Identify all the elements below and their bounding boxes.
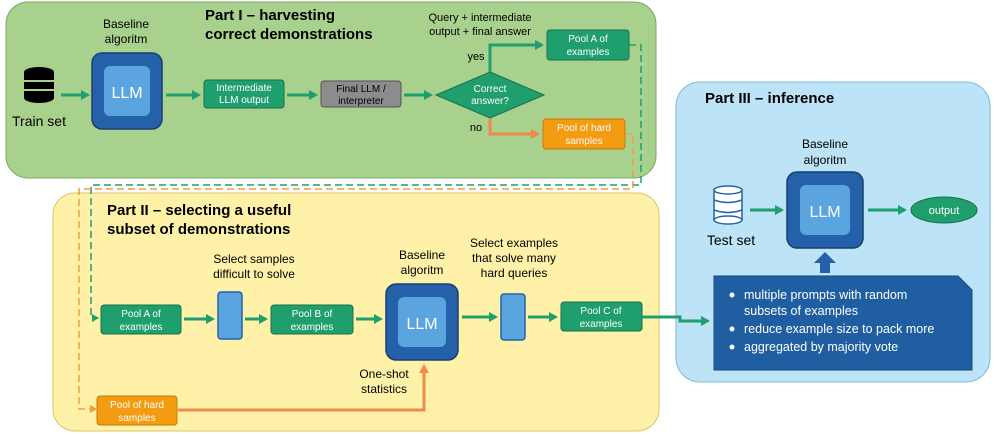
part2-llm-label: LLM <box>406 316 437 333</box>
decision-line2: answer? <box>471 96 509 107</box>
oneshot-line2: statistics <box>361 382 407 396</box>
yes-label: yes <box>467 51 485 63</box>
no-label: no <box>470 122 482 134</box>
part1-baseline-line2: algoritm <box>105 32 148 46</box>
train-set-label: Train set <box>12 113 66 129</box>
part2-pool-b-line2: examples <box>291 322 334 333</box>
bullet-1-cont: subsets of examples <box>744 304 858 318</box>
bullet-1: multiple prompts with random <box>744 288 907 302</box>
select2-line1: Select examples <box>470 236 558 250</box>
query-note-line2: output + final answer <box>429 26 531 38</box>
database-icon <box>24 67 54 103</box>
part2-llm-inner <box>398 297 446 347</box>
part1-hard-line1: Pool of hard <box>557 123 611 134</box>
part3-llm-inner <box>800 185 850 235</box>
part1-pool-a-line1: Pool A of <box>568 34 608 45</box>
select1-line1: Select samples <box>213 252 294 266</box>
part2-title-line1: Part II – selecting a useful <box>107 202 291 219</box>
part1-llm-inner <box>104 66 150 116</box>
decision-line1: Correct <box>474 84 507 95</box>
part2-pool-a-line1: Pool A of <box>121 309 161 320</box>
final-line1: Final LLM / <box>336 84 386 95</box>
inference-notes-box <box>713 275 973 371</box>
bullet-2: reduce example size to pack more <box>744 322 934 336</box>
intermediate-line1: Intermediate <box>216 83 272 94</box>
final-line2: interpreter <box>338 96 384 107</box>
part2-pool-b-box <box>270 304 354 335</box>
filter2-box <box>500 293 526 341</box>
dashed-pool-a-connector <box>90 44 642 322</box>
select2-line2: that solve many <box>472 251 556 265</box>
part3-baseline-line1: Baseline <box>802 137 848 151</box>
bullet-3: aggregated by majority vote <box>744 340 898 354</box>
select1-line2: difficult to solve <box>213 267 295 281</box>
part2-baseline-line1: Baseline <box>399 248 445 262</box>
test-set-label: Test set <box>707 232 755 248</box>
part2-pool-a-box <box>100 304 182 335</box>
part2-pool-a-line2: examples <box>120 322 163 333</box>
intermediate-output-box <box>203 79 285 109</box>
arrow-pool-c-to-inference <box>642 315 710 326</box>
part1-llm-label: LLM <box>111 85 142 102</box>
part2-panel <box>52 192 660 432</box>
final-interpreter-box <box>320 80 402 108</box>
part1-hard-line2: samples <box>565 136 602 147</box>
intermediate-line2: LLM output <box>219 95 269 106</box>
query-note-line1: Query + intermediate <box>428 12 531 24</box>
part1-pool-a-line2: examples <box>567 47 610 58</box>
oneshot-line1: One-shot <box>359 367 409 381</box>
inference-bullets <box>729 292 735 350</box>
part2-baseline-line2: algoritm <box>401 263 444 277</box>
part2-pool-b-line1: Pool B of <box>292 309 333 320</box>
part1-title-line1: Part I – harvesting <box>205 7 335 24</box>
part2-hard-pool-box <box>96 395 178 426</box>
output-label: output <box>929 205 960 217</box>
test-database-icon <box>713 185 743 225</box>
part2-hard-line1: Pool of hard <box>110 400 164 411</box>
arrow-yes-to-pool-a <box>488 40 544 72</box>
part2-title-line2: subset of demonstrations <box>107 221 290 238</box>
filter1-box <box>217 291 243 340</box>
part3-title: Part III – inference <box>705 90 834 107</box>
part2-hard-line2: samples <box>118 413 155 424</box>
up-arrow <box>814 252 836 273</box>
part1-baseline-line1: Baseline <box>103 17 149 31</box>
part2-pool-c-line1: Pool C of <box>580 306 621 317</box>
part2-pool-c-line2: examples <box>580 319 623 330</box>
output-node <box>910 196 978 224</box>
part3-llm-label: LLM <box>809 204 840 221</box>
arrow-no-to-hard-pool <box>488 118 540 139</box>
arrow-hard-pool-to-llm <box>178 364 429 412</box>
part3-baseline-line2: algoritm <box>804 153 847 167</box>
select2-line3: hard queries <box>481 266 548 280</box>
dashed-hard-pool-connector <box>78 133 634 413</box>
part1-title-line2: correct demonstrations <box>205 26 373 43</box>
